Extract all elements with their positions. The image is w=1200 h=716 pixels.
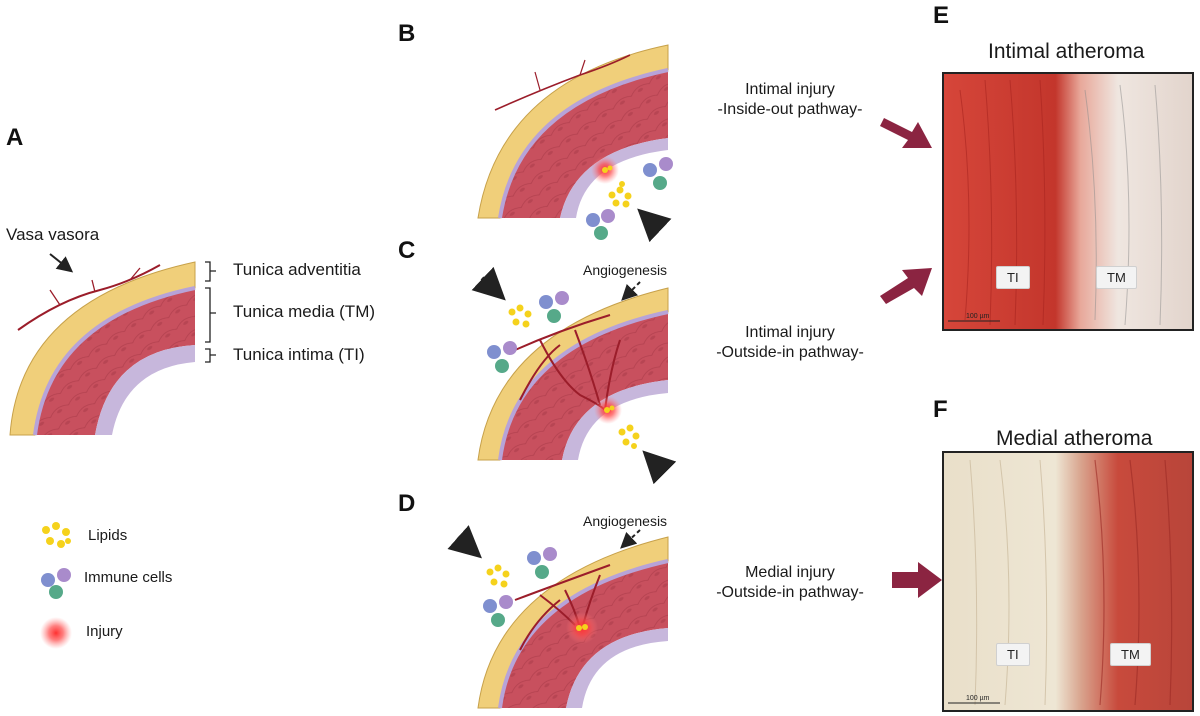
panel-label-b: B	[398, 20, 416, 47]
micrograph-f-scale: 100 µm	[966, 695, 990, 702]
lipids-legend-icon	[42, 522, 71, 548]
tunica-intima-label: Tunica intima (TI)	[233, 345, 365, 364]
vessel-wall-a	[9, 261, 196, 436]
tunica-media-label: Tunica media (TM)	[233, 302, 376, 321]
panel-label-c: C	[398, 237, 416, 264]
vasa-vasora-arrow	[49, 253, 74, 273]
immune-cells-d	[483, 547, 557, 627]
angiogenesis-label-d: Angiogenesis	[583, 513, 668, 529]
legend-lipids-label: Lipids	[88, 527, 128, 544]
vessel-wall-b	[477, 44, 669, 219]
panel-label-d: D	[398, 490, 416, 517]
pathway-c: Intimal injury -Outside-in pathway-	[700, 323, 880, 363]
angiogenesis-arrow-c	[621, 281, 641, 301]
micrograph-e-ti-tag: TI	[996, 266, 1030, 289]
pathway-c-line2: -Outside-in pathway-	[716, 344, 864, 361]
maroon-arrow-c	[880, 268, 932, 304]
angiogenesis-label-c: Angiogenesis	[583, 262, 668, 278]
micrograph-e-scale: 100 µm	[966, 313, 990, 320]
maroon-arrow-b	[880, 118, 932, 148]
pathway-b-line2: -Inside-out pathway-	[717, 101, 863, 118]
micrograph-f-ti-tag: TI	[996, 643, 1030, 666]
legend-immune-cells-label: Immune cells	[84, 569, 173, 586]
legend-injury-label: Injury	[86, 623, 123, 640]
panel-label-e: E	[933, 2, 950, 29]
micrograph-e	[942, 72, 1194, 331]
lipids-b	[608, 181, 632, 208]
immune-cells-c	[487, 291, 569, 373]
micrograph-e-title: Intimal atheroma	[988, 40, 1145, 63]
micrograph-f-tm-tag: TM	[1110, 643, 1151, 666]
tunica-adventitia-label: Tunica adventitia	[233, 260, 361, 279]
arrow-c-bottom	[642, 450, 677, 485]
pathway-b-line1: Intimal injury	[745, 81, 835, 98]
panel-label-f: F	[933, 396, 948, 423]
pathway-d-line1: Medial injury	[745, 564, 835, 581]
micrograph-f	[942, 451, 1194, 712]
arrow-c-top	[471, 266, 506, 301]
vessel-wall-c	[477, 287, 669, 461]
panel-label-a: A	[6, 124, 24, 151]
arrow-d	[447, 525, 482, 559]
injury-legend-icon	[40, 617, 72, 649]
pathway-c-line1: Intimal injury	[745, 324, 835, 341]
immune-cells-legend-icon	[41, 568, 71, 599]
micrograph-e-tm-tag: TM	[1096, 266, 1137, 289]
pathway-d-line2: -Outside-in pathway-	[716, 584, 864, 601]
lipids-d	[486, 564, 510, 588]
lipids-c	[508, 304, 640, 449]
vasa-vasora-label: Vasa vasora	[6, 225, 100, 244]
pathway-d: Medial injury -Outside-in pathway-	[700, 563, 880, 603]
layer-brackets	[205, 261, 216, 363]
angiogenesis-arrow-d	[620, 529, 641, 549]
pathway-b: Intimal injury -Inside-out pathway-	[700, 80, 880, 120]
immune-cells-b	[586, 157, 673, 240]
maroon-arrow-d	[892, 562, 942, 598]
micrograph-f-title: Medial atheroma	[996, 427, 1153, 450]
arrow-b	[637, 208, 672, 243]
